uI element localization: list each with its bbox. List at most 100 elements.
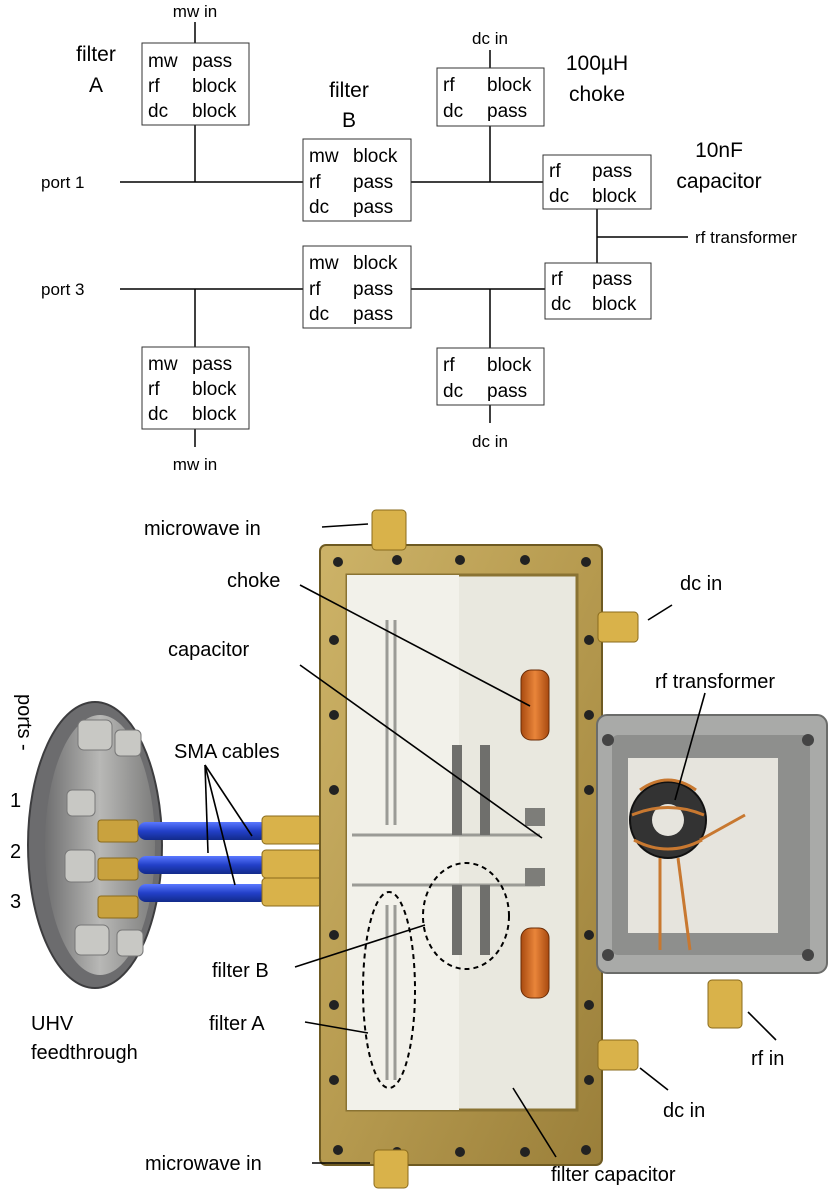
dc-in-top-photo-label: dc in bbox=[680, 573, 722, 595]
filter-a-top-box bbox=[141, 42, 250, 126]
capacitor-top-text: rf pass dc block bbox=[549, 161, 637, 207]
microwave-in-top-label: microwave in bbox=[144, 518, 261, 540]
capacitor-components bbox=[525, 808, 545, 886]
capacitor-bottom-box bbox=[544, 262, 652, 320]
filter-a-bottom-box bbox=[141, 346, 250, 430]
row-label: mw bbox=[309, 253, 339, 274]
row-state: block bbox=[487, 75, 532, 96]
row-state: pass bbox=[592, 269, 632, 290]
label-pointers bbox=[204, 523, 777, 1164]
rf-transformer-photo-label: rf transformer bbox=[655, 671, 775, 693]
copper-windings bbox=[631, 778, 746, 951]
transformer-screws bbox=[602, 734, 814, 961]
port-number-1: 1 bbox=[10, 790, 21, 812]
mw-in-connector-bottom bbox=[373, 1149, 409, 1189]
filter-b-title: filter bbox=[329, 79, 369, 102]
filter-b-highlight bbox=[422, 862, 510, 970]
filter-capacitor-label: filter capacitor bbox=[551, 1164, 676, 1186]
filter-b-bottom-text: mw block rf pass dc pass bbox=[309, 253, 398, 325]
mw-in-top-label: mw in bbox=[173, 2, 217, 21]
choke-top-box bbox=[436, 67, 545, 127]
row-label: mw bbox=[309, 146, 339, 167]
row-state: pass bbox=[353, 304, 393, 325]
row-state: block bbox=[192, 379, 237, 400]
row-label: rf bbox=[551, 269, 563, 290]
port-number-3: 3 bbox=[10, 891, 21, 913]
row-state: block bbox=[592, 186, 637, 207]
ports-label: ports - bbox=[13, 694, 35, 751]
row-state: block bbox=[192, 101, 237, 122]
filter-a-bottom-text: mw pass rf block dc block bbox=[148, 354, 237, 425]
uhv-label: UHV bbox=[31, 1013, 74, 1035]
row-label: dc bbox=[551, 294, 571, 315]
capacitor-type-label: capacitor bbox=[676, 170, 761, 193]
port-1-label: port 1 bbox=[41, 173, 84, 192]
capacitor-value-label: 10nF bbox=[695, 139, 743, 162]
row-state: pass bbox=[192, 51, 232, 72]
rf-in-label: rf in bbox=[751, 1048, 784, 1070]
schematic: mw pass rf block dc block mw pass rf blo… bbox=[41, 2, 797, 474]
choke-photo-label: choke bbox=[227, 570, 280, 592]
row-label: dc bbox=[443, 381, 463, 402]
dc-in-bottom-label: dc in bbox=[472, 432, 508, 451]
row-state: pass bbox=[353, 172, 393, 193]
filter-a-letter: A bbox=[89, 74, 103, 97]
sma-cables bbox=[138, 815, 323, 907]
hardware-photo: microwave in microwave in dc in dc in ch… bbox=[10, 509, 828, 1189]
filter-a-top-text: mw pass rf block dc block bbox=[148, 51, 237, 122]
row-label: rf bbox=[148, 379, 160, 400]
filter-b-stubs bbox=[452, 745, 490, 955]
choke-component-bottom bbox=[520, 927, 550, 999]
dc-in-bottom-photo-label: dc in bbox=[663, 1100, 705, 1122]
schematic-wires bbox=[120, 22, 688, 447]
row-state: pass bbox=[353, 197, 393, 218]
row-label: rf bbox=[309, 279, 321, 300]
row-label: dc bbox=[148, 404, 168, 425]
uhv-feedthrough bbox=[27, 701, 163, 989]
choke-top-text: rf block dc pass bbox=[443, 75, 532, 122]
port-number-2: 2 bbox=[10, 841, 21, 863]
choke-value-label: 100µH bbox=[566, 52, 628, 75]
row-label: dc bbox=[309, 197, 329, 218]
capacitor-photo-label: capacitor bbox=[168, 639, 249, 661]
row-state: block bbox=[487, 355, 532, 376]
choke-type-label: choke bbox=[569, 83, 625, 106]
row-label: rf bbox=[443, 355, 455, 376]
row-state: pass bbox=[487, 381, 527, 402]
row-state: pass bbox=[353, 279, 393, 300]
filter-a-photo-label: filter A bbox=[209, 1013, 265, 1035]
rf-transformer-schematic-label: rf transformer bbox=[695, 228, 797, 247]
row-label: mw bbox=[148, 51, 178, 72]
rf-transformer-box bbox=[596, 714, 828, 1029]
mw-in-bottom-label: mw in bbox=[173, 455, 217, 474]
row-label: dc bbox=[148, 101, 168, 122]
filter-b-bottom-box bbox=[302, 245, 412, 329]
striplines bbox=[352, 620, 540, 1080]
feedthrough-connectors bbox=[97, 819, 139, 919]
choke-component-top bbox=[520, 669, 550, 741]
flange-bolts bbox=[64, 719, 144, 957]
filter-b-letter: B bbox=[342, 109, 356, 132]
dc-in-top-label: dc in bbox=[472, 29, 508, 48]
row-label: rf bbox=[148, 76, 160, 97]
row-state: block bbox=[592, 294, 637, 315]
microwave-in-bottom-label: microwave in bbox=[145, 1153, 262, 1175]
dc-in-connector-top bbox=[597, 611, 639, 643]
mw-in-connector-top bbox=[371, 509, 407, 551]
row-label: dc bbox=[443, 101, 463, 122]
capacitor-top-box bbox=[542, 154, 652, 210]
row-state: pass bbox=[192, 354, 232, 375]
filter-b-photo-label: filter B bbox=[212, 960, 269, 982]
row-state: pass bbox=[487, 101, 527, 122]
filter-housing bbox=[319, 509, 639, 1189]
row-label: mw bbox=[148, 354, 178, 375]
row-state: block bbox=[353, 146, 398, 167]
sma-cables-label: SMA cables bbox=[174, 741, 280, 763]
filter-a-highlight bbox=[362, 891, 416, 1089]
capacitor-bottom-text: rf pass dc block bbox=[551, 269, 637, 315]
row-state: block bbox=[353, 253, 398, 274]
choke-bottom-box bbox=[436, 347, 545, 406]
rf-in-connector bbox=[707, 979, 743, 1029]
row-state: pass bbox=[592, 161, 632, 182]
